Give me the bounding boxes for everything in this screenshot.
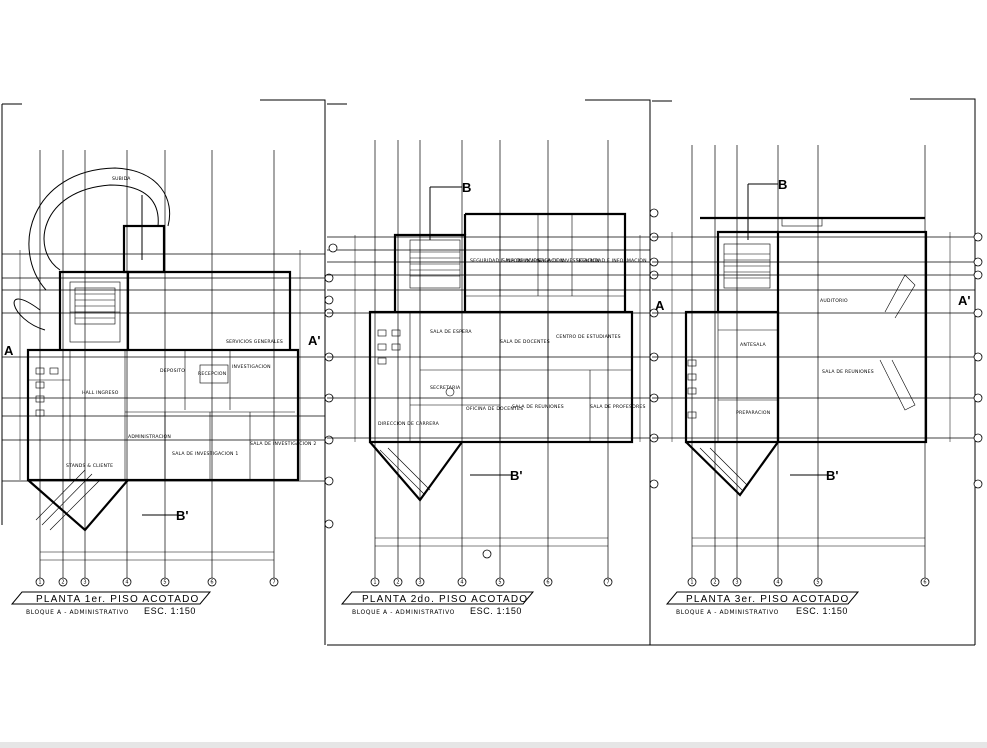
- plan-title: PLANTA 1er. PISO ACOTADO: [36, 594, 199, 605]
- section-b-prime-label: B': [176, 508, 188, 523]
- grid-bubbles-x: 1 2 3 4 5 6 7: [35, 577, 279, 587]
- room-label: SALA DE INVESTIGACION: [502, 258, 564, 264]
- bottom-strip: [0, 742, 987, 748]
- grid-bubbles-y: [328, 208, 659, 489]
- room-label: OFICINA DE DOCENTES: [466, 406, 523, 412]
- section-b-prime-label: B': [510, 468, 522, 483]
- room-label: DIRECCION DE CARRERA: [378, 421, 440, 427]
- svg-text:3: 3: [418, 580, 421, 586]
- section-b-prime-label: B': [826, 468, 838, 483]
- svg-text:7: 7: [606, 580, 609, 586]
- room-label: HALL INGRESO: [82, 390, 119, 396]
- svg-text:1: 1: [38, 580, 41, 586]
- svg-text:6: 6: [923, 580, 926, 586]
- svg-text:3: 3: [83, 580, 86, 586]
- plan-scale: ESC. 1:150: [144, 606, 196, 616]
- section-a-prime-label: A': [958, 293, 970, 308]
- room-label: SALA DE REUNIONES: [512, 404, 564, 410]
- room-label: SALA DE INVESTIGACION 1: [172, 451, 238, 457]
- room-label: SALA DE REUNIONES: [822, 369, 874, 375]
- room-label: CENTRO DE ESTUDIANTES: [556, 334, 621, 340]
- plan-first-floor: B' A A' HALL INGRESO STANDS & CLIENTE SA…: [2, 150, 334, 616]
- svg-text:2: 2: [713, 580, 716, 586]
- plan-title: PLANTA 2do. PISO ACOTADO: [362, 594, 528, 605]
- room-label: PREPARACION: [736, 410, 770, 416]
- svg-text:5: 5: [816, 580, 819, 586]
- grid-bubbles-y: [973, 232, 983, 489]
- plan-scale: ESC. 1:150: [796, 606, 848, 616]
- room-label: SALA DE DOCENTES: [500, 339, 550, 345]
- svg-text:1: 1: [373, 580, 376, 586]
- plan-subtitle: BLOQUE A - ADMINISTRATIVO: [26, 609, 129, 616]
- room-label: INVESTIGACION: [232, 364, 271, 370]
- section-a-label: A: [4, 343, 14, 358]
- room-label: SALA DE ESPERA: [430, 329, 472, 335]
- section-a-label: A: [655, 298, 665, 313]
- svg-text:6: 6: [546, 580, 549, 586]
- plan-scale: ESC. 1:150: [470, 606, 522, 616]
- room-label: SALA DE PROFESORES: [590, 404, 646, 410]
- svg-text:7: 7: [272, 580, 275, 586]
- svg-text:4: 4: [125, 580, 128, 586]
- svg-text:5: 5: [163, 580, 166, 586]
- plan-subtitle: BLOQUE A - ADMINISTRATIVO: [352, 609, 455, 616]
- room-label: SALA DE INVESTIGACION 2: [250, 441, 316, 447]
- section-b-label: B: [778, 177, 787, 192]
- grid-bubbles-y: [324, 273, 334, 529]
- room-label: SALA DE INVESTIGACION: [538, 258, 600, 264]
- section-a-prime-label: A': [308, 333, 320, 348]
- room-label: ADMINISTRACION: [128, 434, 171, 440]
- svg-text:6: 6: [210, 580, 213, 586]
- room-label: DEPOSITO: [160, 368, 185, 374]
- svg-text:3: 3: [735, 580, 738, 586]
- room-label: RECEPCION: [198, 371, 226, 377]
- section-b-label: B: [462, 180, 471, 195]
- svg-text:2: 2: [396, 580, 399, 586]
- plan-second-floor: B B' SALA DE ESPERA SECRETARIA DIRECCION…: [327, 140, 659, 616]
- room-label: ANTESALA: [740, 342, 766, 348]
- room-label: SUBIDA: [112, 176, 131, 182]
- svg-text:1: 1: [690, 580, 693, 586]
- svg-text:5: 5: [498, 580, 501, 586]
- grid-bubbles-x: 1 2 3 4 5 6: [687, 577, 930, 587]
- svg-text:4: 4: [776, 580, 779, 586]
- svg-text:4: 4: [460, 580, 463, 586]
- room-label: SEGURIDAD E INFORMACION: [470, 258, 541, 264]
- svg-text:2: 2: [61, 580, 64, 586]
- grid-bubbles-x: 1 2 3 4 5 6 7: [370, 549, 613, 587]
- room-label: SEGURIDAD E INFORMACION: [576, 258, 647, 264]
- room-label: STANDS & CLIENTE: [66, 463, 113, 469]
- sheet-frames: [1, 98, 976, 646]
- plan-third-floor: B B' A A' AUDITORIO ANTESALA SALA DE REU…: [652, 145, 983, 616]
- plan-title: PLANTA 3er. PISO ACOTADO: [686, 594, 849, 605]
- room-label: SERVICIOS GENERALES: [226, 339, 283, 345]
- plan-subtitle: BLOQUE A - ADMINISTRATIVO: [676, 609, 779, 616]
- room-label: AUDITORIO: [820, 298, 848, 304]
- room-label: SECRETARIA: [430, 385, 461, 391]
